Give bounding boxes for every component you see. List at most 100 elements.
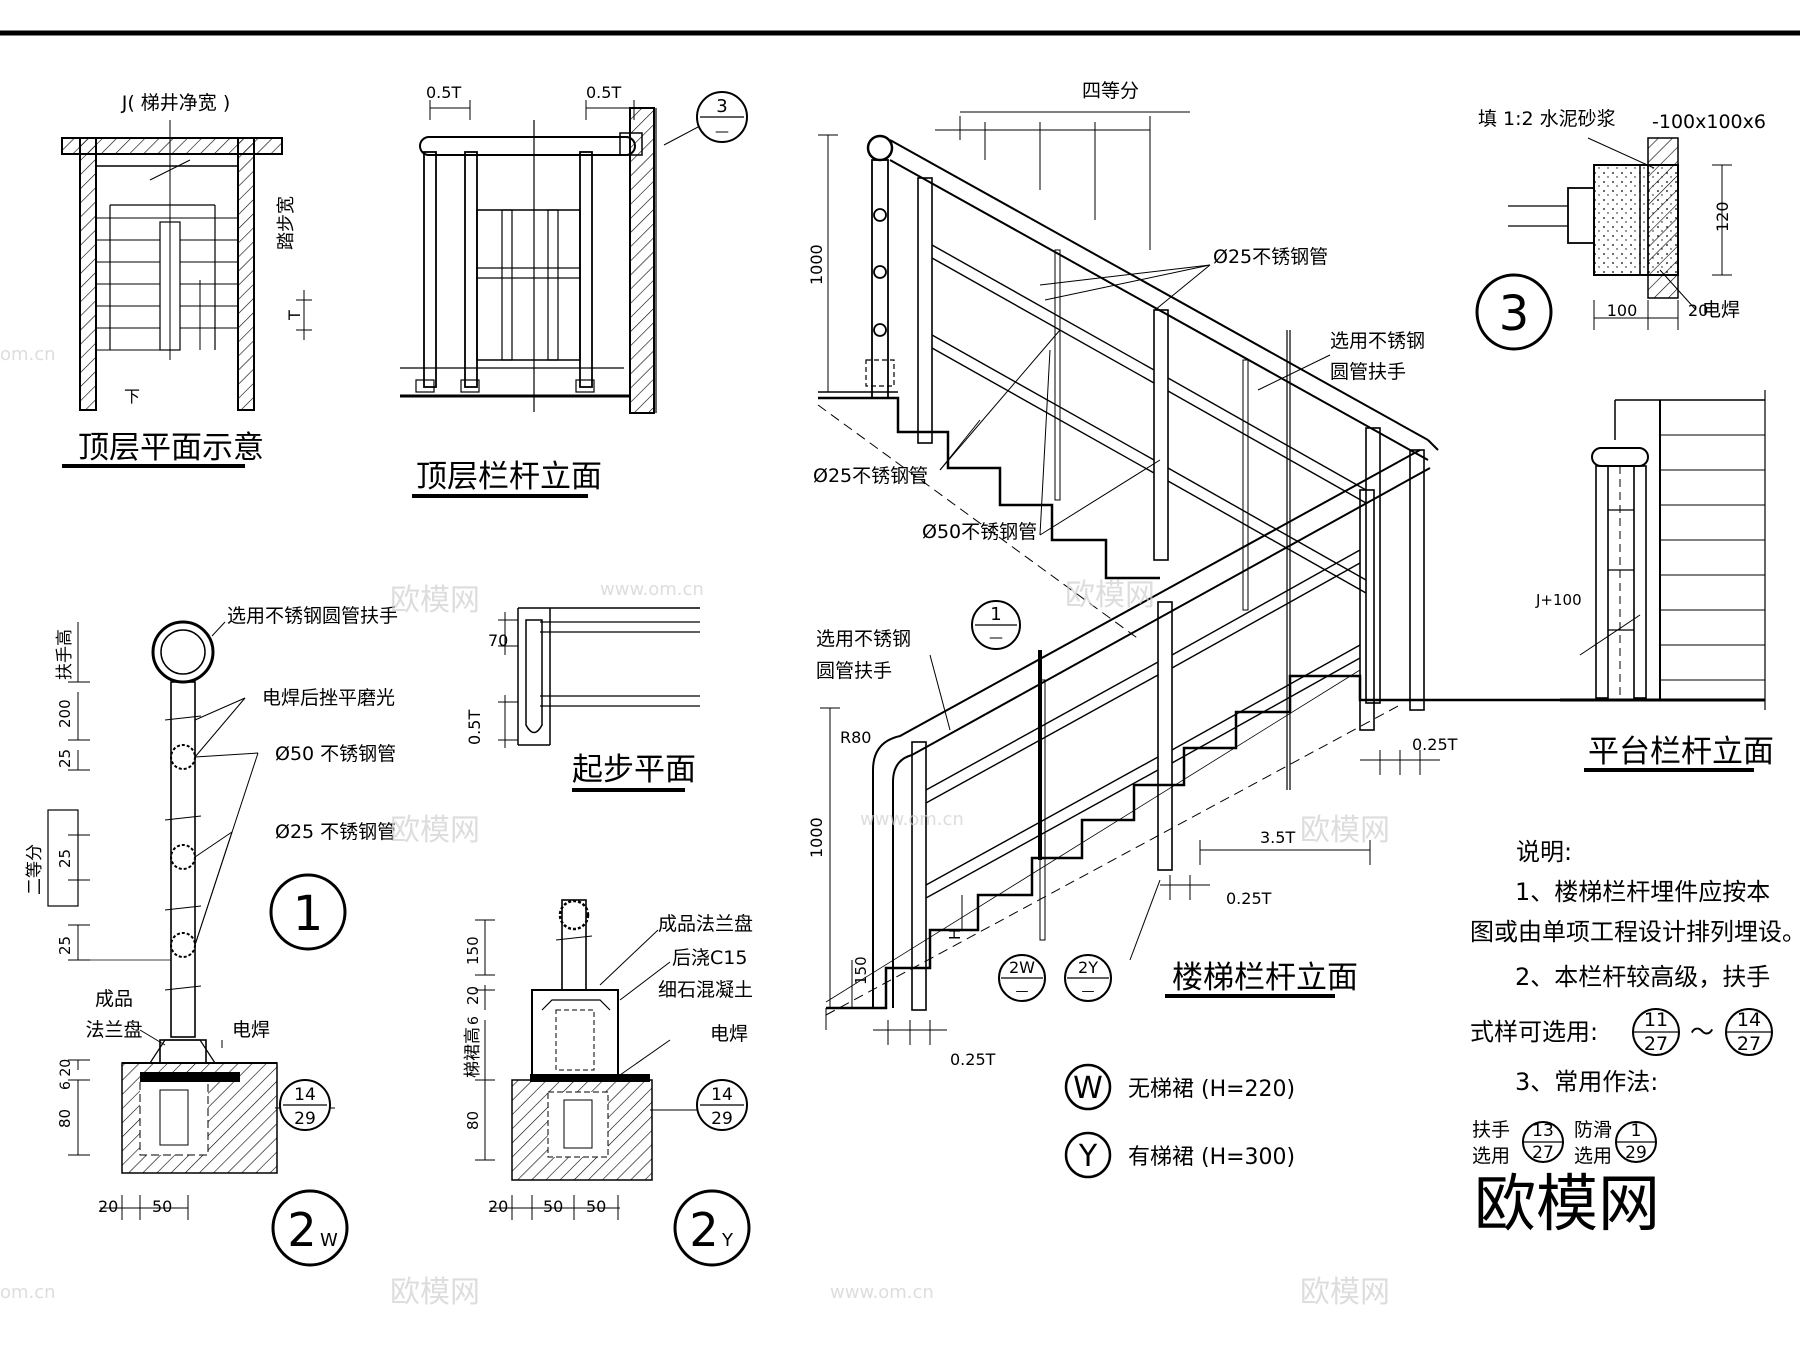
dim-100-d3: 100: [1607, 301, 1638, 320]
notes-antislip-den: 29: [1625, 1143, 1647, 1163]
notes-antislip-num: 1: [1631, 1121, 1642, 1141]
ref2w-den: —: [1016, 984, 1029, 999]
watermark-site-1: www.om.cn: [600, 579, 704, 600]
tread-t-mark: T: [285, 310, 304, 321]
quarter-label: 四等分: [1082, 80, 1139, 102]
detail-1: [47, 620, 347, 1038]
dim-20-2w: 20: [98, 1197, 118, 1216]
dim-50b-2y: 50: [586, 1197, 606, 1216]
top-rail-dim-left: 0.5T: [426, 83, 461, 102]
weld-d3: 电焊: [1702, 299, 1740, 321]
watermark-brand-2: 欧模网: [1065, 578, 1155, 613]
dim-025t-b: 0.25T: [1226, 889, 1272, 908]
watermark-brand-3: 欧模网: [390, 813, 480, 848]
height-lower: 1000: [807, 817, 826, 858]
flange-line1-2w: 成品: [95, 988, 133, 1010]
notes-range-sep: ～: [1690, 1018, 1714, 1046]
dim-80-2w: 80: [56, 1109, 74, 1128]
ref1-den: —: [989, 630, 1003, 646]
ref1-num: 1: [990, 604, 1001, 625]
ref-num-2y: 14: [711, 1085, 733, 1105]
legend: [1064, 1063, 1112, 1179]
pipe25-d1: Ø25 不锈钢管: [275, 821, 396, 843]
ref-den-2y: 29: [711, 1109, 733, 1129]
notes-line4: 式样可选用:: [1470, 1018, 1598, 1046]
detail2y-number: 2: [689, 1203, 718, 1257]
ref2w-num: 2W: [1009, 958, 1035, 977]
watermark-domain-2: om.cn: [0, 1282, 56, 1303]
pipe25-upper-label: Ø25不锈钢管: [1213, 246, 1328, 268]
legend-w-text: 无梯裙 (H=220): [1128, 1077, 1295, 1102]
pipe50-d1: Ø50 不锈钢管: [275, 743, 396, 765]
notes-antislip-top: 防滑: [1574, 1119, 1612, 1141]
notes-title: 说明:: [1516, 838, 1572, 866]
notes-range-a-num: 11: [1644, 1009, 1668, 1031]
flange-line2-2w: 法兰盘: [85, 1019, 142, 1041]
dim-25c-d1: 25: [56, 936, 74, 955]
notes-antislip-bot: 选用: [1574, 1145, 1612, 1167]
notes-handrail-num: 13: [1532, 1121, 1554, 1141]
top-plan: [61, 120, 312, 468]
weld-2y: 电焊: [710, 1023, 748, 1045]
title-start-plan: 起步平面: [572, 752, 696, 788]
title-stair-rail-elevation: 楼梯栏杆立面: [1172, 960, 1358, 996]
detail2w-number: 2: [287, 1203, 316, 1257]
down-mark: 下: [124, 387, 140, 406]
handrail-lower-line1: 选用不锈钢: [816, 628, 911, 650]
dim-skirt-2y: 梯裙高: [463, 1027, 483, 1078]
top-rail-dim-right: 0.5T: [586, 83, 621, 102]
dim-50a-2y: 50: [543, 1197, 563, 1216]
dim-handrail-h-d1: 扶手高: [55, 629, 75, 680]
ref-num-2w: 14: [294, 1085, 316, 1105]
watermark-brand-4: 欧模网: [1300, 813, 1390, 848]
handrail-lower-line2: 圆管扶手: [816, 660, 892, 682]
notes-line1: 1、楼梯栏杆埋件应按本: [1515, 878, 1770, 906]
dim-200-d1: 200: [56, 699, 74, 728]
notes-figures: [1522, 1008, 1773, 1163]
legend-y-letter: Y: [1078, 1139, 1098, 1174]
handrail-upper-line2: 圆管扶手: [1330, 361, 1406, 383]
platform-rail-elevation: [1560, 390, 1766, 772]
notes-handrail-top: 扶手: [1472, 1119, 1510, 1141]
radius-label: R80: [840, 728, 871, 747]
detail2w-sub: W: [320, 1230, 338, 1251]
dim-50-2w: 50: [152, 1197, 172, 1216]
flange-2y: 成品法兰盘: [658, 913, 753, 935]
top-rail-ref-den: —: [715, 124, 729, 140]
pipe25-left-label: Ø25不锈钢管: [813, 465, 928, 487]
notes-handrail-den: 27: [1532, 1143, 1554, 1163]
concrete2-2y: 细石混凝土: [658, 979, 753, 1001]
top-rail-elevation: [400, 91, 748, 498]
dim-6-2y: 6: [466, 1016, 482, 1025]
dim-025t-c: 0.25T: [950, 1050, 996, 1069]
legend-y-text: 有梯裙 (H=300): [1128, 1145, 1295, 1170]
pipe50-left-label: Ø50不锈钢管: [922, 521, 1037, 543]
notes-range-a-den: 27: [1644, 1033, 1668, 1055]
weld-grind-d1: 电焊后挫平磨光: [262, 687, 395, 709]
height-upper: 1000: [807, 244, 826, 285]
concrete1-2y: 后浇C15: [672, 947, 747, 969]
tread-width-label: 踏步宽: [276, 196, 297, 250]
watermark-brand-6: 欧模网: [1300, 1275, 1390, 1310]
dim-120: 120: [1713, 201, 1732, 232]
handrail-d1: 选用不锈钢圆管扶手: [227, 605, 398, 627]
detail-2y: [475, 899, 751, 1267]
watermark-brand-5: 欧模网: [390, 1275, 480, 1310]
notes-line5: 3、常用作法:: [1515, 1068, 1658, 1096]
dim-h-stair: H: [946, 929, 964, 940]
weld-2w: 电焊: [232, 1019, 270, 1041]
notes-range-b-den: 27: [1737, 1033, 1761, 1055]
start-plan: [498, 607, 700, 792]
notes-range-b-num: 14: [1737, 1009, 1761, 1031]
dim-150-2y: 150: [464, 936, 482, 965]
dim-05t-start: 0.5T: [465, 710, 484, 745]
fill-note: 填 1:2 水泥砂浆: [1478, 108, 1616, 130]
title-platform-rail-elevation: 平台栏杆立面: [1588, 734, 1774, 770]
notes-line3: 2、本栏杆较高级，扶手: [1515, 963, 1770, 991]
detail-3: [1475, 137, 1732, 351]
well-width-label: J( 梯井净宽 ): [121, 92, 231, 114]
dim-25b-d1: 25: [56, 849, 74, 868]
dim-20-d3: 20: [1688, 301, 1708, 320]
platform-dim: J+100: [1535, 591, 1582, 609]
top-rail-ref-num: 3: [716, 96, 727, 117]
